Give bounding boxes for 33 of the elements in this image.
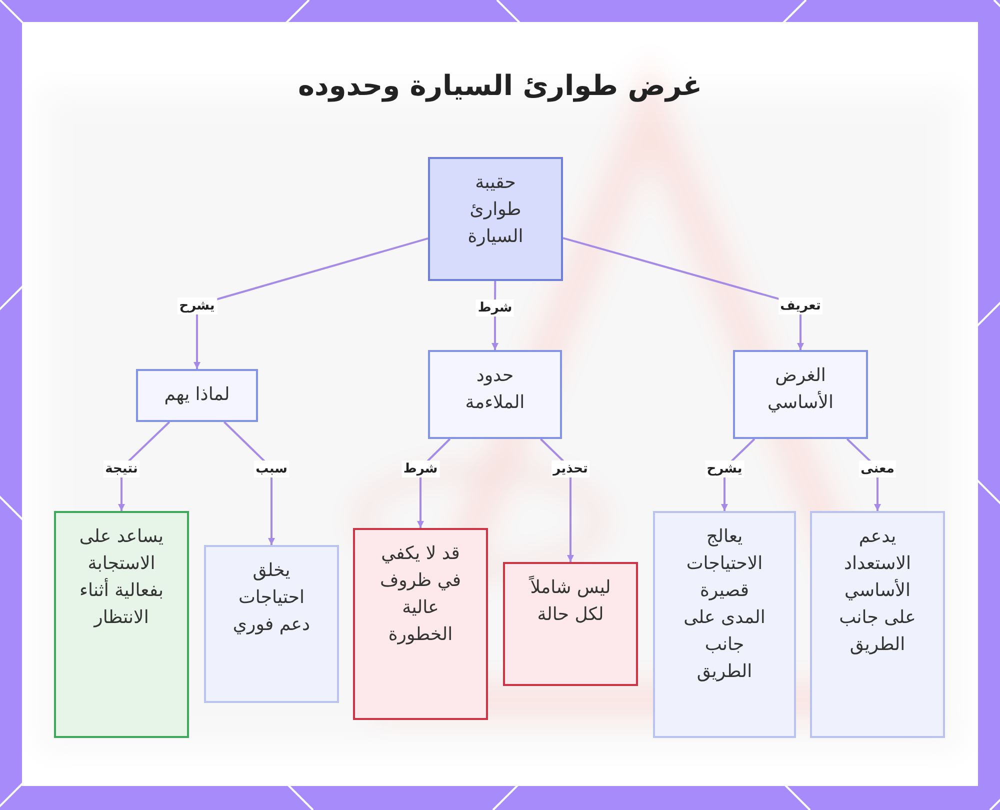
process-box <box>653 511 796 738</box>
process-box <box>428 350 562 439</box>
process-box <box>733 350 868 439</box>
warning-box <box>503 562 638 686</box>
arrow <box>562 237 804 350</box>
node-label: حقيبة طوارئ السيارة <box>466 171 524 249</box>
node-label: الغرض الأساسي <box>766 364 834 415</box>
node-label: ليس شاملاً لكل حالة <box>528 574 612 627</box>
root-box <box>428 157 563 281</box>
edge-label: سبب <box>254 460 290 478</box>
process-box <box>810 511 945 738</box>
node-label: لماذا يهم <box>163 383 231 407</box>
arrow <box>224 421 275 545</box>
node-label: يدعم الاستعداد الأساسي على جانب الطريق <box>838 525 917 657</box>
edge-label: يشرح <box>177 298 217 314</box>
node-label: يخلق احتياجات دعم فوري <box>232 559 312 637</box>
diagram-title: غرض طوارئ السيارة وحدوده <box>296 68 704 104</box>
edge-label: شرط <box>401 460 440 478</box>
node-label: يعالج الاحتياجات قصيرة المدى على جانب الطريق <box>682 525 766 684</box>
node-label: حدود الملاءمة <box>464 364 526 415</box>
warning-box <box>353 528 488 720</box>
edge-label: نتيجة <box>103 460 140 478</box>
process-box <box>136 369 258 422</box>
edge-label: تعريف <box>778 298 823 314</box>
edge-label: شرط <box>476 300 514 316</box>
process-box <box>204 545 339 703</box>
edge-label: يشرح <box>704 460 744 478</box>
result-box <box>54 511 189 738</box>
node-label: يساعد على الاستجابة بفعالية أثناء الانتظار <box>78 525 165 630</box>
edge-label: تحذير <box>551 460 590 478</box>
node-label: قد لا يكفي في ظروف عالية الخطورة <box>379 542 462 647</box>
edge-label: معنى <box>858 460 896 478</box>
arrow <box>194 237 428 369</box>
